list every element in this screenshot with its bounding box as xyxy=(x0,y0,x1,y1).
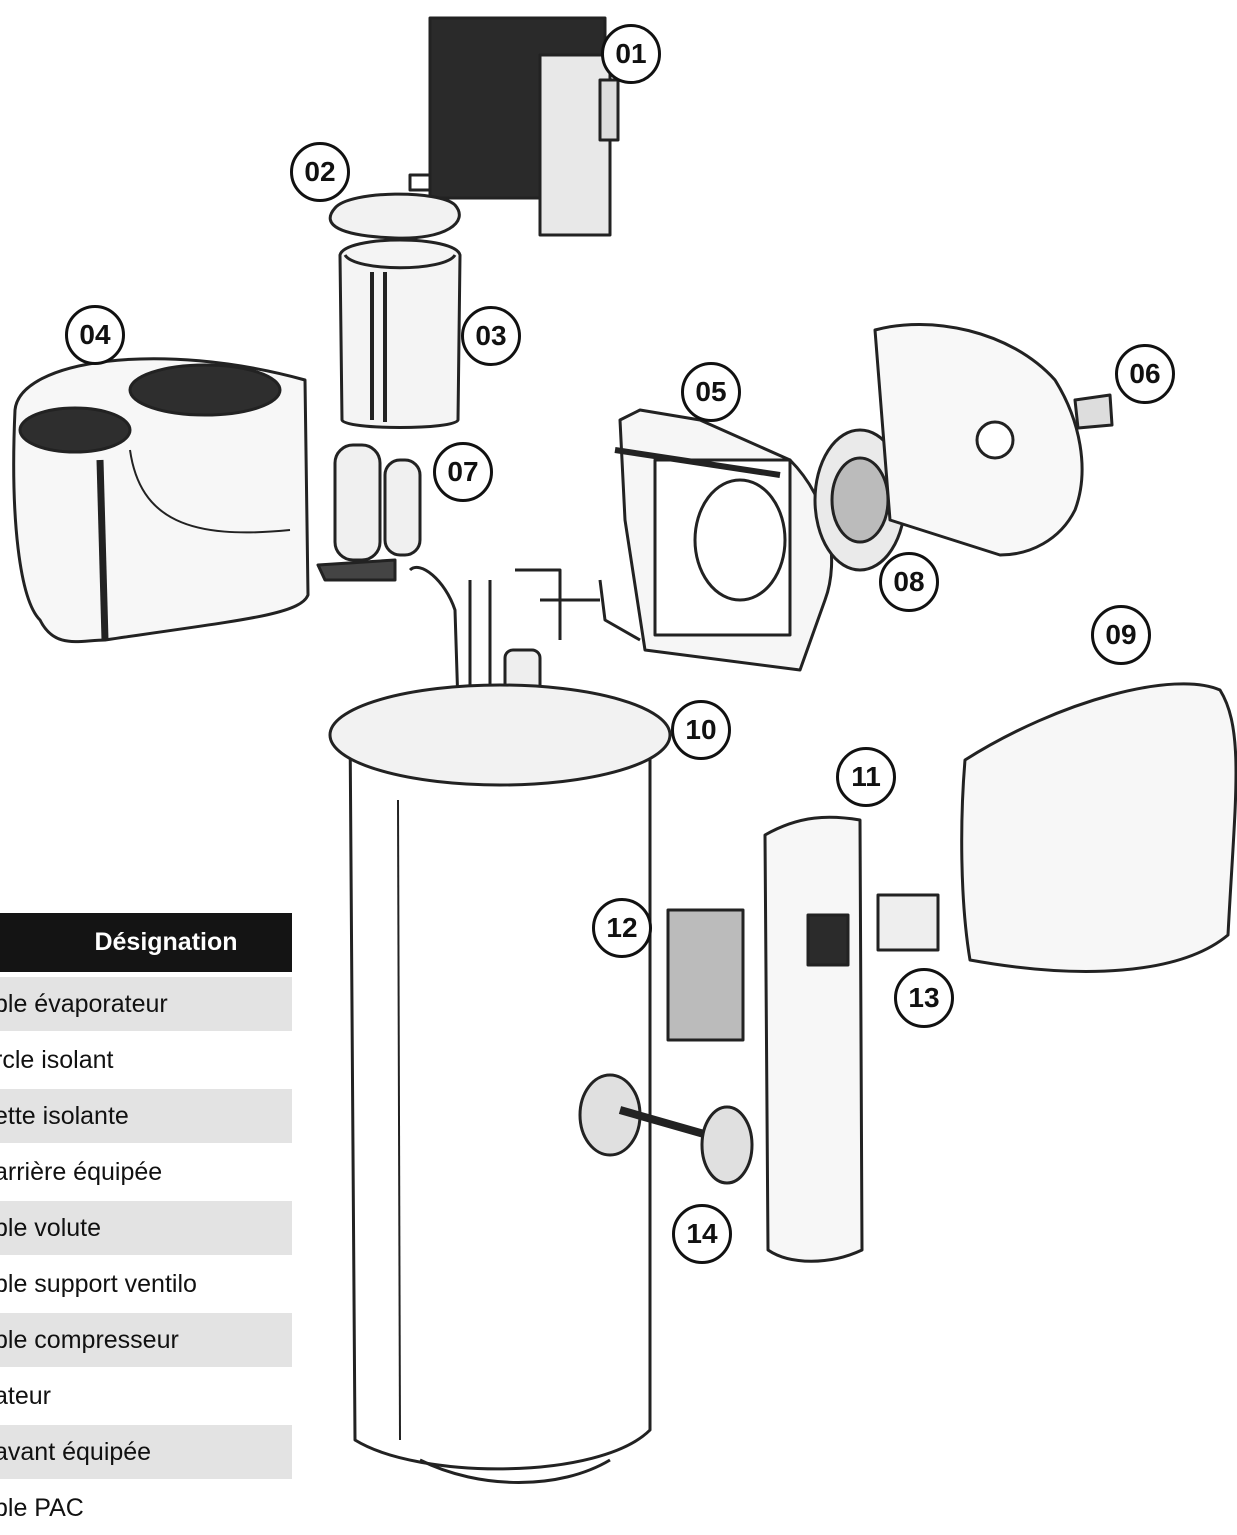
rear-cover-part xyxy=(12,357,310,644)
evaporator-coil-part xyxy=(408,16,620,237)
callout-06: 06 xyxy=(1115,344,1175,404)
callout-11: 11 xyxy=(836,747,896,807)
legend-row: ateur xyxy=(0,1381,51,1410)
small-plate-part xyxy=(1073,393,1114,430)
insulating-sleeve-part xyxy=(338,238,462,429)
legend-row: ble PAC xyxy=(0,1493,84,1522)
volute-part xyxy=(614,408,834,672)
legend-row: avant équipée xyxy=(0,1425,292,1479)
electronic-board-part xyxy=(666,908,745,1042)
fan-part xyxy=(813,428,907,572)
legend-row: rcle isolant xyxy=(0,1045,114,1074)
legend-row: ette isolante xyxy=(0,1089,292,1143)
insulating-lid-part xyxy=(328,192,461,240)
callout-09: 09 xyxy=(1091,605,1151,665)
front-cover-part xyxy=(960,682,1237,973)
callout-10: 10 xyxy=(671,700,731,760)
heating-element-part xyxy=(578,1073,754,1185)
callout-04: 04 xyxy=(65,305,125,365)
legend-row: ble volute xyxy=(0,1201,292,1255)
callout-13: 13 xyxy=(894,968,954,1028)
callout-03: 03 xyxy=(461,306,521,366)
compressor-part xyxy=(316,443,422,582)
designation-legend-table: Désignation ble évaporateur rcle isolant… xyxy=(0,913,292,1535)
control-box-part xyxy=(876,893,940,952)
callout-14: 14 xyxy=(672,1204,732,1264)
callout-07: 07 xyxy=(433,442,493,502)
callout-08: 08 xyxy=(879,552,939,612)
callout-01: 01 xyxy=(601,24,661,84)
legend-row: ble compresseur xyxy=(0,1313,292,1367)
legend-header: Désignation xyxy=(0,913,292,975)
callout-05: 05 xyxy=(681,362,741,422)
legend-row: arrière équipée xyxy=(0,1157,163,1186)
exploded-view-drawing xyxy=(12,16,1237,1484)
legend-row: ble évaporateur xyxy=(0,977,292,1031)
legend-row: ble support ventilo xyxy=(0,1269,197,1298)
tank-part xyxy=(328,683,672,1484)
front-panel-part xyxy=(763,815,864,1263)
callout-12: 12 xyxy=(592,898,652,958)
callout-02: 02 xyxy=(290,142,350,202)
